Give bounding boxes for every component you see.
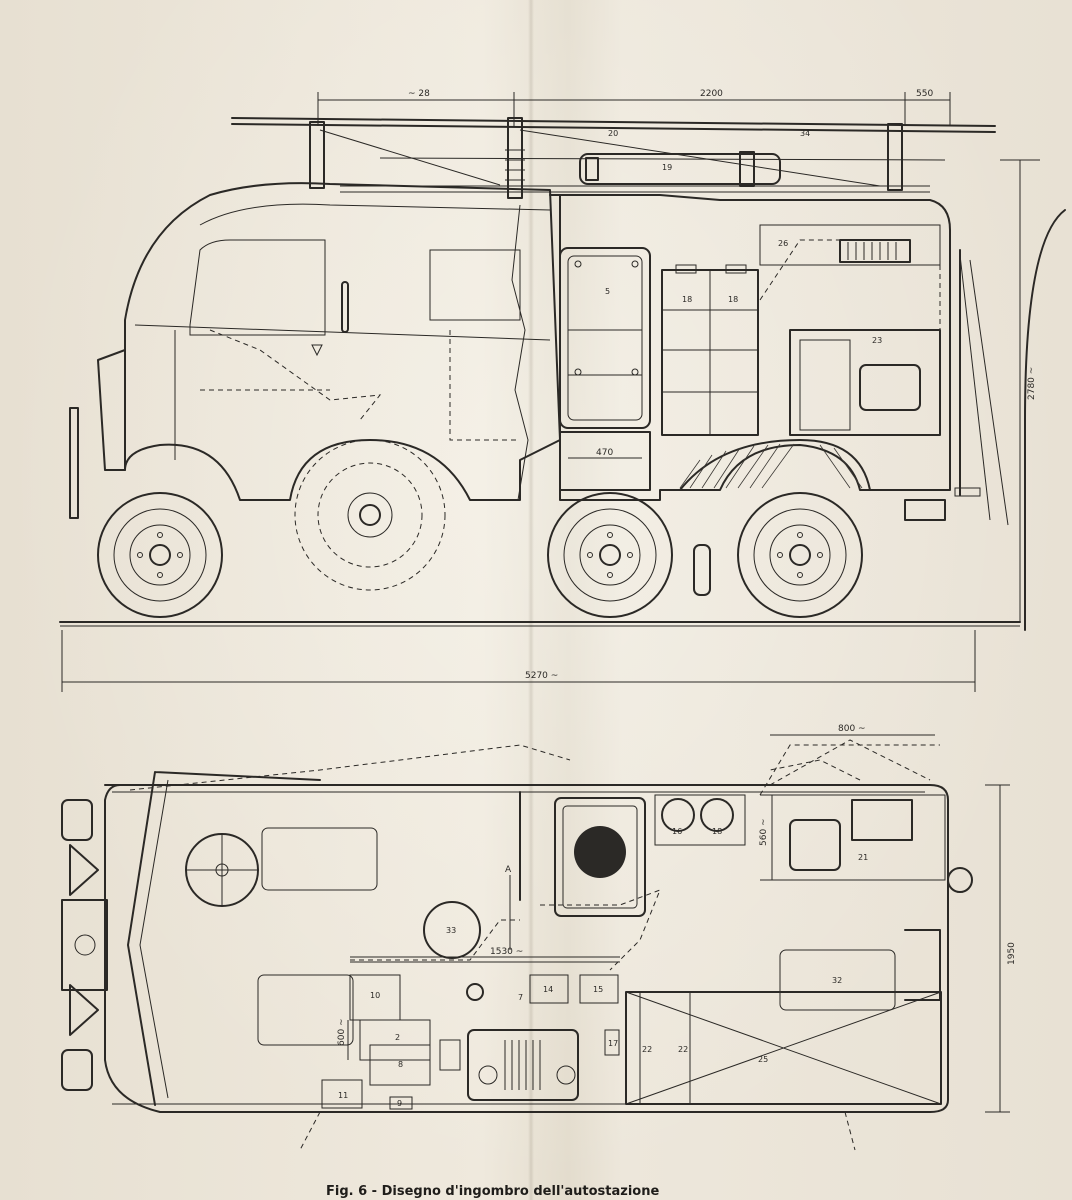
- part-label: 23: [872, 336, 882, 345]
- dim-plan-inner: 1530 ~: [490, 947, 523, 957]
- dimension-length: 5270 ~: [61, 630, 976, 692]
- part-label: 14: [543, 985, 553, 994]
- dimension-height: 2780 ~: [1000, 159, 1040, 622]
- side-part-labels: 20 34 19 5 18 18 26 23: [605, 129, 882, 345]
- dim-height: 2780 ~: [1027, 367, 1037, 400]
- wheel-rear-2: [737, 492, 863, 618]
- cab: [69, 182, 561, 519]
- part-label: 21: [858, 853, 868, 862]
- paper-fold: [528, 0, 534, 1200]
- part-label: 26: [778, 239, 788, 248]
- plan-view: 800 ~ 560 ~ 1530 ~ 1950 600 ~ A 16 18 21…: [61, 724, 1017, 1151]
- part-label: 9: [397, 1099, 402, 1108]
- part-label: 25: [758, 1055, 768, 1064]
- part-label: 20: [608, 129, 618, 138]
- dim-length: 5270 ~: [525, 671, 558, 681]
- dim-top-right: 550: [916, 89, 933, 99]
- axle-hanger: [693, 544, 711, 596]
- section-mark: A: [505, 865, 512, 875]
- part-label: 32: [832, 976, 842, 985]
- figure-caption: Fig. 6 - Disegno d'ingombro dell'autosta…: [326, 1184, 660, 1199]
- part-label: 18: [712, 827, 722, 836]
- part-label: 22: [678, 1045, 688, 1054]
- part-label: 34: [800, 129, 810, 138]
- wheel-front: [97, 492, 223, 618]
- wheel-rear-1: [547, 492, 673, 618]
- part-label: 16: [672, 827, 682, 836]
- dim-plan-small: 600 ~: [337, 1018, 347, 1046]
- part-label: 33: [446, 926, 456, 935]
- part-label: 17: [608, 1039, 618, 1048]
- wheel-middle: [294, 439, 446, 591]
- part-label: 11: [338, 1091, 348, 1100]
- part-label: 2: [395, 1033, 400, 1042]
- part-label: 19: [662, 163, 672, 172]
- dim-top-mid: 2200: [700, 89, 723, 99]
- part-label: 8: [398, 1060, 403, 1069]
- dim-plan-width-top: 800 ~: [838, 724, 866, 734]
- dimension-top: ~ 28 2200 550: [317, 89, 951, 126]
- part-label: 22: [642, 1045, 652, 1054]
- rear-body: 470: [549, 194, 1066, 631]
- dim-door-width: 470: [596, 448, 613, 458]
- dim-top-left: ~ 28: [408, 89, 430, 99]
- dim-plan-depth: 560 ~: [759, 818, 769, 846]
- pump-outlet-icon: [574, 826, 626, 878]
- part-label: 10: [370, 991, 380, 1000]
- dim-plan-width: 1950: [1007, 942, 1017, 965]
- part-label: 5: [605, 287, 610, 296]
- part-label: 18: [728, 295, 738, 304]
- part-label: 18: [682, 295, 692, 304]
- part-label: 7: [518, 993, 523, 1002]
- part-label: 15: [593, 985, 603, 994]
